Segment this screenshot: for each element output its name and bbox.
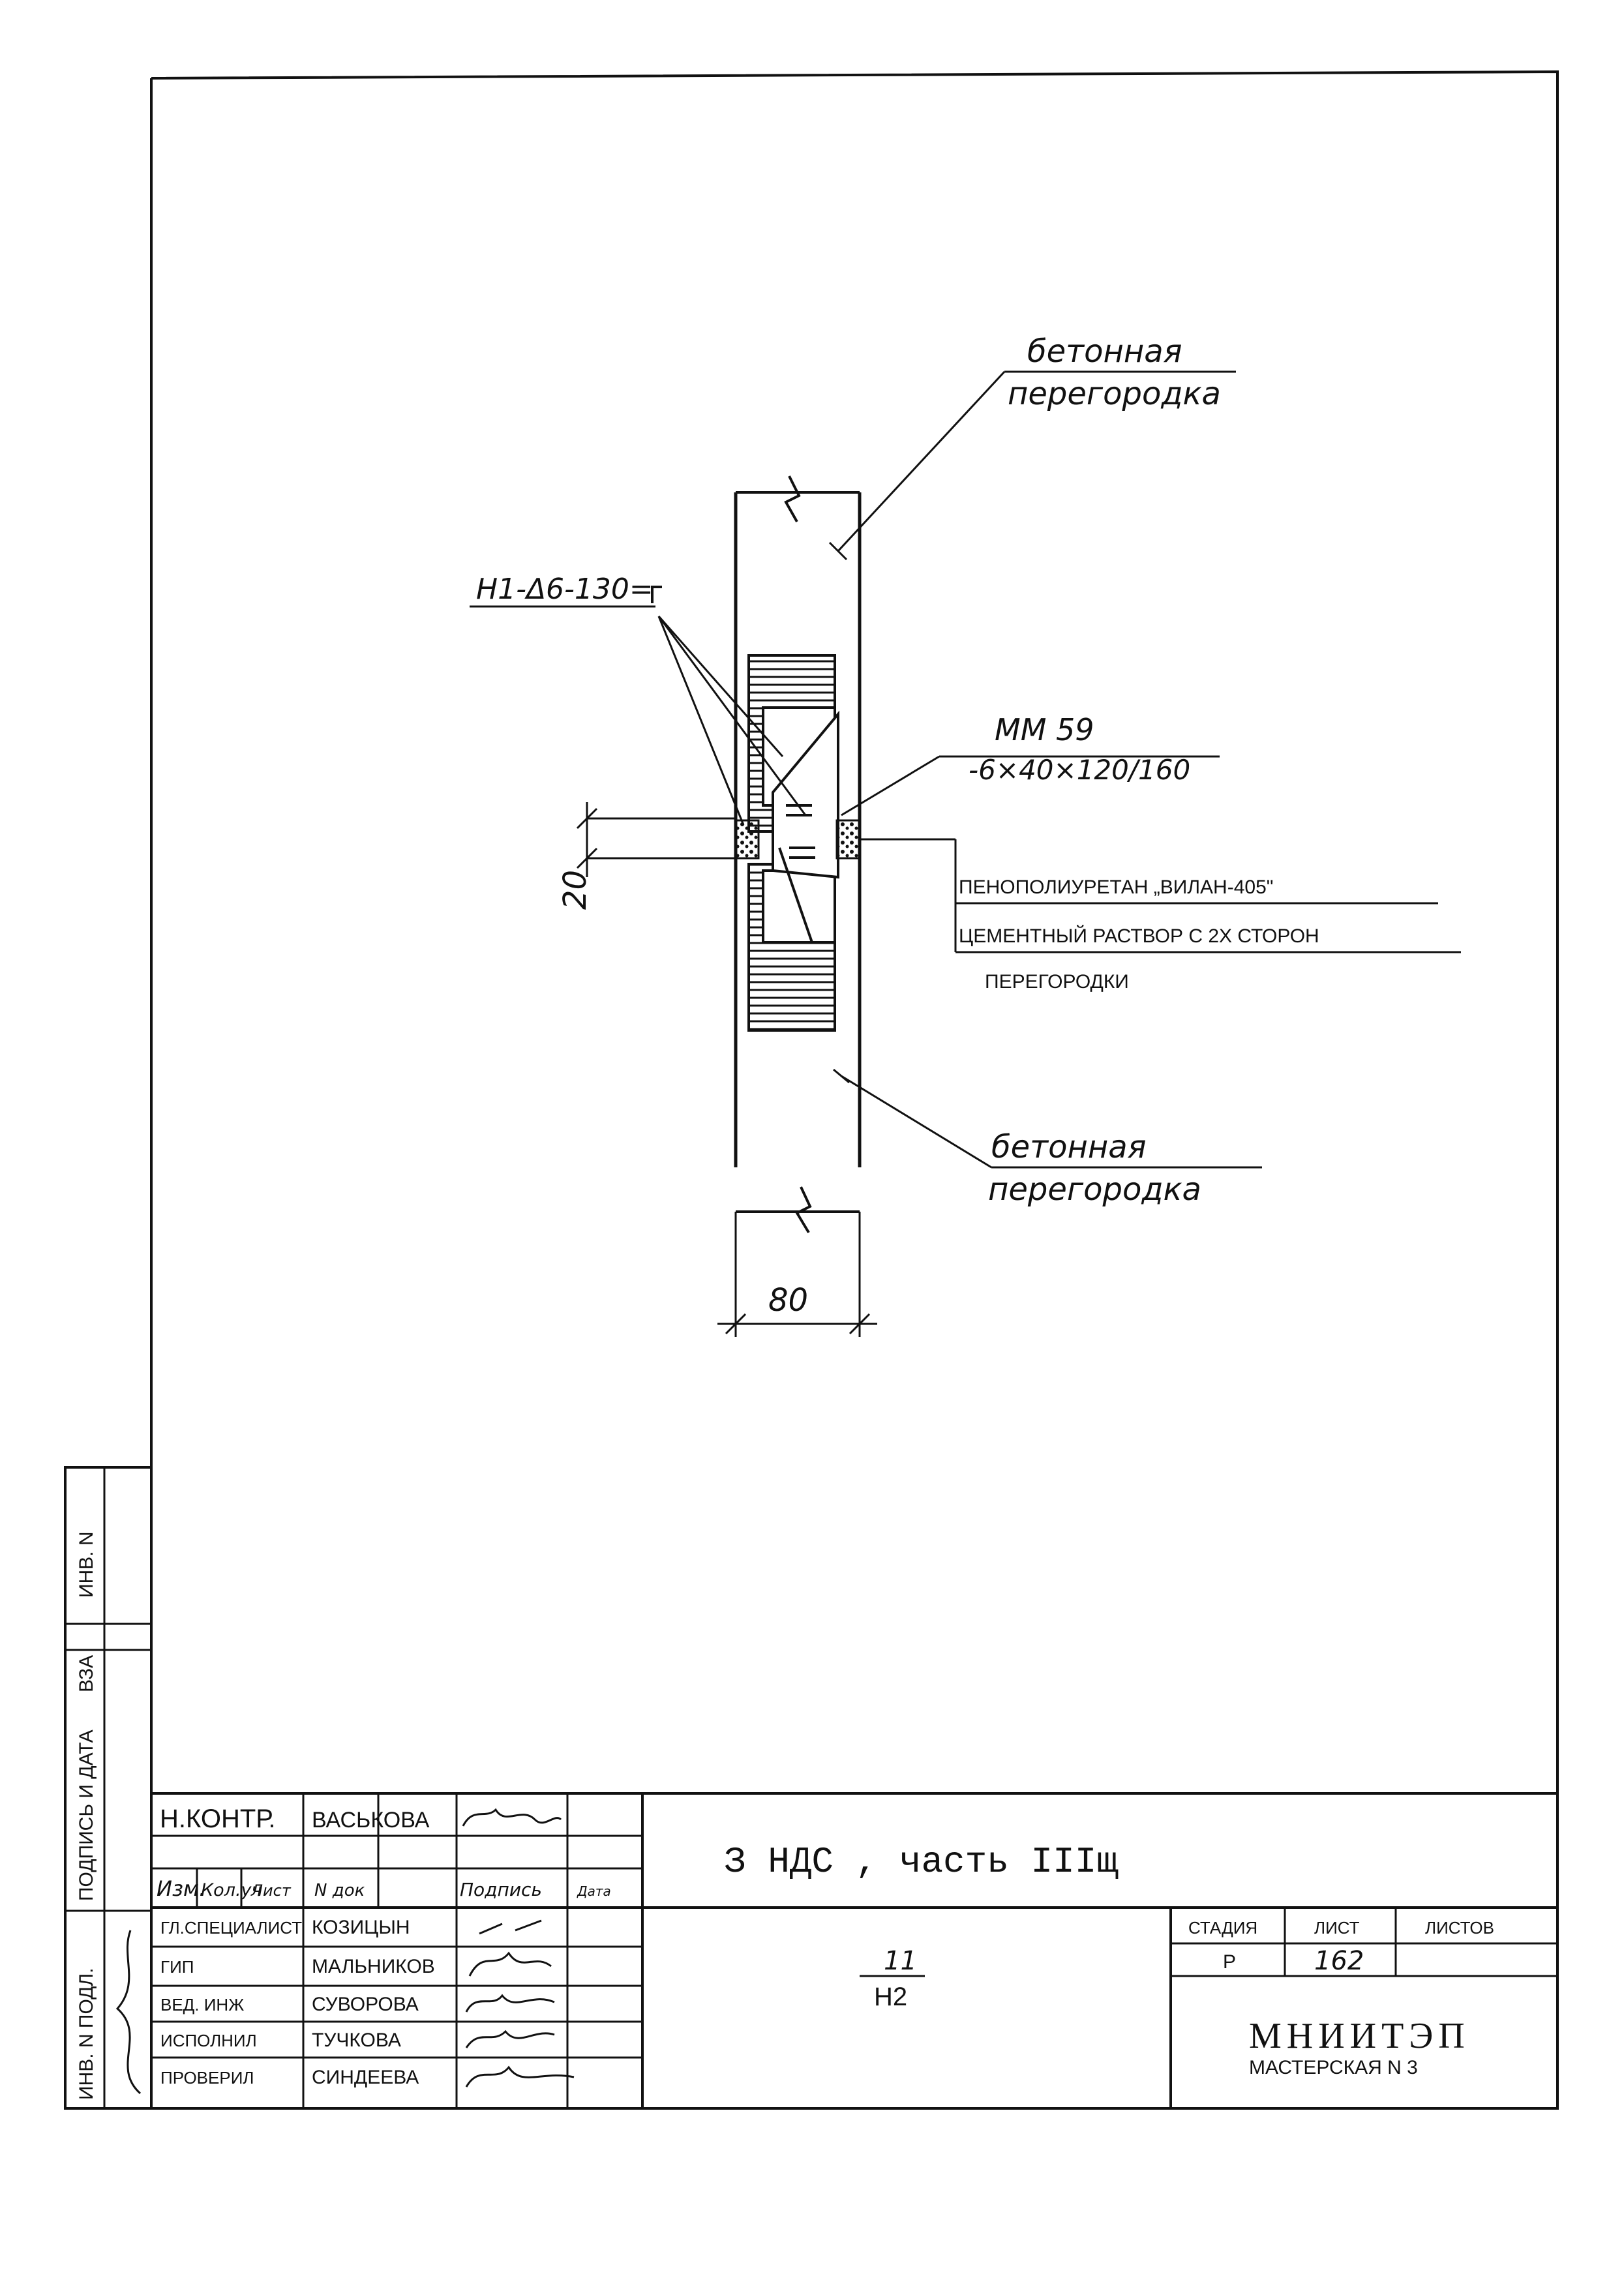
tb-header: Подпись — [460, 1879, 542, 1900]
tb-header: Кол.уч — [201, 1880, 262, 1900]
staff-name: СУВОРОВА — [312, 1994, 419, 2015]
inv-no-orig-label: ИНВ. N ПОДЛ. — [76, 1968, 97, 2101]
break-mark-top — [784, 475, 801, 522]
detail-denominator: Н2 — [874, 1983, 907, 2011]
dimension-text: 80 — [768, 1282, 808, 1319]
staff-name: СИНДЕЕВА — [312, 2067, 419, 2088]
title-block: Н.КОНТР. ВАСЬКОВА Изм. Кол.уч Лист N док… — [151, 1792, 1557, 2108]
staff-name: КОЗИЦЫН — [312, 1917, 410, 1938]
staff-role: ГЛ.СПЕЦИАЛИСТ — [160, 1918, 302, 1938]
callout-text: бетонная — [1027, 333, 1182, 370]
callout-top-partition: бетонная перегородка — [828, 333, 1236, 561]
leader-tick — [833, 1068, 850, 1084]
staff-role: ВЕД. ИНЖ — [160, 1995, 244, 2014]
foam-filler-right — [835, 819, 861, 860]
vza-label: ВЗА — [76, 1655, 97, 1692]
dimension-tick — [576, 807, 598, 830]
tb-header: Дата — [577, 1883, 611, 1899]
staff-role: ИСПОЛНИЛ — [160, 2031, 257, 2050]
callout-text: ПЕРЕГОРОДКИ — [985, 971, 1129, 993]
leader-line-c — [657, 616, 807, 816]
lower-void — [762, 869, 836, 944]
callout-text: перегородка — [988, 1171, 1201, 1208]
callout-rebar: Н1-Δ6-130= — [470, 573, 807, 826]
callout-text: перегородка — [1008, 376, 1221, 412]
break-mark-bottom — [795, 1186, 812, 1234]
dimension-gap: 20 — [557, 802, 736, 910]
leader-tick — [828, 541, 848, 561]
leader-line — [841, 1075, 992, 1169]
staff-signature — [468, 1951, 552, 1977]
rebar-shape-symbol — [651, 586, 662, 603]
dimension-width: 80 — [717, 1212, 877, 1337]
dimension-tick — [849, 1313, 871, 1335]
staff-signature — [479, 1919, 542, 1935]
tb-header: Лист — [250, 1881, 292, 1900]
callout-text: Н1-Δ6-130= — [476, 573, 654, 606]
wall-section — [734, 475, 862, 1234]
dimension-tick — [725, 1313, 747, 1335]
leader-line-a — [657, 616, 784, 757]
callout-text: ММ 59 — [995, 712, 1094, 747]
stage-value: Р — [1223, 1951, 1236, 1973]
stage-label: СТАДИЯ — [1188, 1918, 1257, 1938]
callout-foam-mortar: ПЕНОПОЛИУРЕТАН „ВИЛАН-405" ЦЕМЕНТНЫЙ РАС… — [860, 838, 1461, 993]
staff-signature — [465, 2065, 575, 2088]
sheet-value: 162 — [1314, 1946, 1364, 1976]
staff-signature — [465, 1994, 555, 2013]
callout-plate: ММ 59 -6×40×120/160 — [841, 712, 1220, 816]
leader-line — [841, 755, 940, 816]
foam-filler-left — [734, 819, 760, 860]
callout-text: ПЕНОПОЛИУРЕТАН „ВИЛАН-405" — [959, 876, 1273, 898]
inv-no-label: ИНВ. N — [76, 1531, 97, 1598]
callout-text: ЦЕМЕНТНЫЙ РАСТВОР С 2Х СТОРОН — [959, 925, 1319, 947]
norm-control-signature — [462, 1808, 562, 1827]
org-name: МНИИТЭП — [1249, 2016, 1470, 2056]
leader-line — [837, 370, 1006, 552]
rebar-bar — [778, 847, 813, 943]
embedded-plate — [772, 710, 839, 879]
sheet-label: ЛИСТ — [1314, 1918, 1360, 1938]
dimension-text: 20 — [557, 870, 594, 910]
leader-line-b — [657, 616, 745, 826]
callout-text: -6×40×120/160 — [969, 754, 1190, 786]
sign-date-label: ПОДПИСЬ И ДАТА — [76, 1729, 97, 1901]
dimension-tick — [576, 847, 598, 869]
project-title: З НДС , часть IIIщ — [724, 1841, 1119, 1883]
staff-role: ГИП — [160, 1957, 194, 1977]
tb-header: N док — [314, 1881, 365, 1900]
sheet-frame — [150, 70, 1559, 2110]
tb-header: Изм. — [157, 1876, 205, 1901]
side-signature — [115, 1930, 141, 2095]
staff-name: ТУЧКОВА — [312, 2029, 401, 2051]
org-dept: МАСТЕРСКАЯ N 3 — [1249, 2057, 1418, 2078]
sheets-label: ЛИСТОВ — [1425, 1918, 1494, 1938]
staff-signature — [465, 2029, 555, 2048]
norm-control-role: Н.КОНТР. — [160, 1804, 276, 1833]
staff-name: МАЛЬНИКОВ — [312, 1956, 435, 1977]
norm-control-name: ВАСЬКОВА — [312, 1808, 430, 1833]
staff-role: ПРОВЕРИЛ — [160, 2068, 254, 2088]
side-stamp-frame — [64, 1466, 151, 2110]
callout-bottom-partition: бетонная перегородка — [833, 1068, 1262, 1208]
callout-text: бетонная — [991, 1129, 1147, 1165]
detail-numerator: 11 — [884, 1946, 917, 1976]
side-stamp: ИНВ. N ВЗА ПОДПИСЬ И ДАТА ИНВ. N ПОДЛ. — [64, 1466, 151, 2110]
